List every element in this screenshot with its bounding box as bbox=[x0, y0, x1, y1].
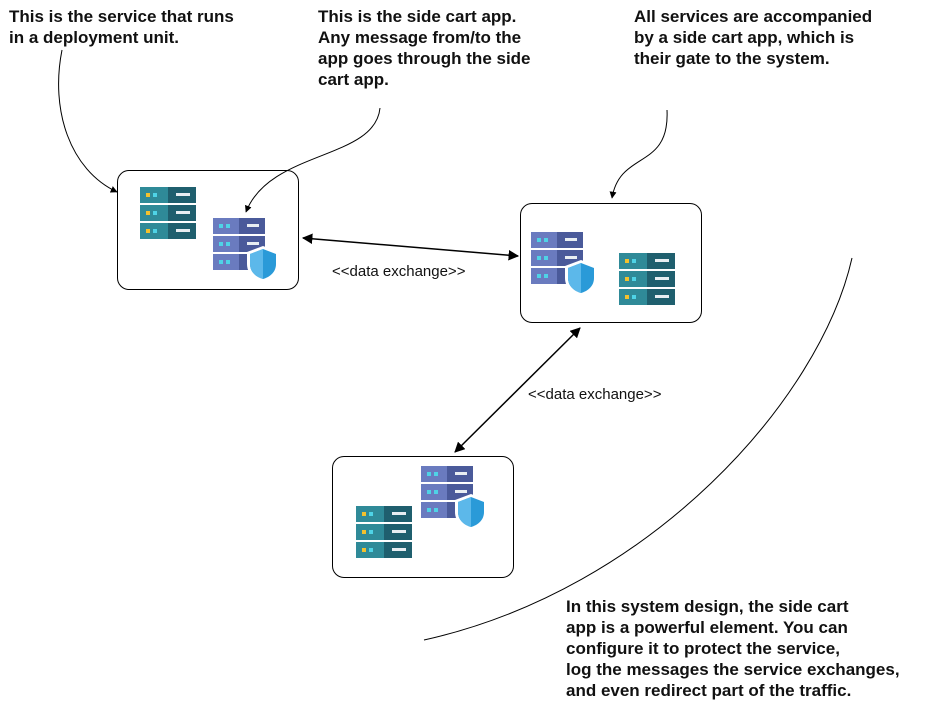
data-exchange-arrow-1 bbox=[301, 233, 520, 261]
callout-service bbox=[58, 49, 118, 193]
server-rack-icon bbox=[356, 506, 412, 558]
edge-label-data-exchange-1: <<data exchange>> bbox=[332, 263, 466, 280]
edge-label-data-exchange-2: <<data exchange>> bbox=[528, 386, 662, 403]
note-all-services: All services are accompanied by a side c… bbox=[634, 7, 873, 68]
note-system-design: In this system design, the side cart app… bbox=[566, 597, 900, 700]
server-rack-icon bbox=[140, 187, 196, 239]
callout-all-services bbox=[609, 109, 668, 199]
note-sidecar: This is the side cart app. Any message f… bbox=[318, 7, 531, 89]
shielded-server-icon bbox=[421, 466, 487, 530]
server-rack-icon bbox=[619, 253, 675, 305]
shielded-server-icon bbox=[213, 218, 279, 282]
note-service: This is the service that runs in a deplo… bbox=[9, 7, 234, 47]
shielded-server-icon bbox=[531, 232, 597, 296]
